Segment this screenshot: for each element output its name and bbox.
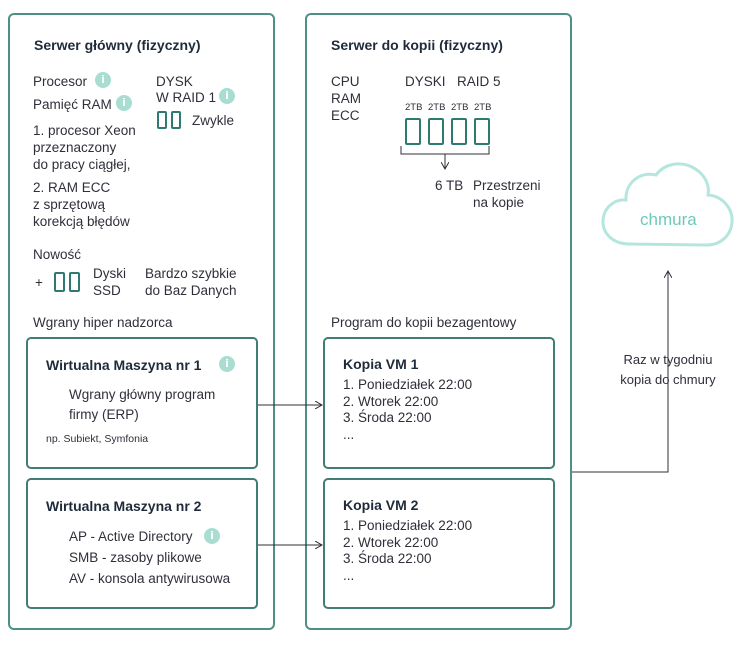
ssd-disk-icon [69, 272, 80, 292]
disk-type-label: Zwykle [192, 113, 235, 128]
vm1-line2: firmy (ERP) [69, 407, 139, 422]
ssd-label: Dyski SSD [93, 266, 126, 298]
new-label: Nowość [33, 247, 82, 262]
ssd-disk-icon [54, 272, 65, 292]
info-icon[interactable]: i [116, 95, 132, 111]
capacity-value: 6 TB [435, 178, 464, 193]
ssd-description: Bardzo szybkie do Baz Danych [145, 266, 237, 298]
ram-label: Pamięć RAM [33, 97, 112, 112]
raid-bracket [400, 146, 490, 155]
backup-server-title: Serwer do kopii (fizyczny) [331, 37, 503, 53]
ram-note: 2. RAM ECC z sprzętową korekcją błędów [33, 180, 130, 229]
info-icon[interactable]: i [95, 72, 111, 88]
disk-size: 2TB [474, 102, 492, 113]
vm2-card[interactable] [26, 478, 258, 609]
disk-icon [171, 111, 181, 129]
disk-icon [428, 118, 444, 145]
info-icon[interactable]: i [204, 528, 220, 544]
cpu-note: 1. procesor Xeon przeznaczony do pracy c… [33, 123, 136, 172]
copy-vm2-title: Kopia VM 2 [343, 497, 419, 513]
disk-raid-label: W RAID 1 [156, 90, 217, 105]
info-icon[interactable]: i [219, 88, 235, 104]
processor-label: Procesor [33, 74, 88, 89]
backup-specs: CPU RAM ECC [331, 74, 361, 123]
raid-label: RAID 5 [457, 74, 501, 89]
info-icon[interactable]: i [219, 356, 235, 372]
hypervisor-label: Wgrany hiper nadzorca [33, 315, 173, 330]
disk-size: 2TB [405, 102, 423, 113]
disks-label: DYSKI [405, 74, 446, 89]
disk-icon [451, 118, 467, 145]
plus-sign: + [35, 275, 43, 290]
disk-size: 2TB [428, 102, 446, 113]
copy-vm2-card[interactable] [323, 478, 555, 609]
cloud-label: chmura [640, 210, 697, 229]
disk-icon [157, 111, 167, 129]
copy-vm2-schedule: 1. Poniedziałek 22:00 2. Wtorek 22:00 3.… [343, 518, 473, 583]
main-server-title: Serwer główny (fizyczny) [34, 37, 201, 53]
cloud-schedule: Raz w tygodniu kopia do chmury [620, 352, 716, 387]
disk-icon [474, 118, 490, 145]
copy-vm1-card[interactable] [323, 337, 555, 469]
copy-vm1-title: Kopia VM 1 [343, 356, 419, 372]
vm1-line1: Wgrany główny program [69, 387, 216, 402]
backup-to-cloud-arrow-icon [572, 271, 668, 473]
vm1-example: np. Subiekt, Symfonia [46, 433, 149, 445]
backup-program-label: Program do kopii bezagentowy [331, 315, 517, 330]
copy-vm1-schedule: 1. Poniedziałek 22:00 2. Wtorek 22:00 3.… [343, 377, 473, 442]
disk-label: DYSK [156, 74, 193, 89]
space-label: Przestrzeni na kopie [473, 178, 541, 210]
disk-size: 2TB [451, 102, 469, 113]
vm1-title: Wirtualna Maszyna nr 1 [46, 357, 202, 373]
cloud-icon [601, 162, 734, 247]
vm2-title: Wirtualna Maszyna nr 2 [46, 498, 202, 514]
disk-icon [405, 118, 421, 145]
vm2-lines: AP - Active Directory SMB - zasoby pliko… [69, 529, 231, 586]
